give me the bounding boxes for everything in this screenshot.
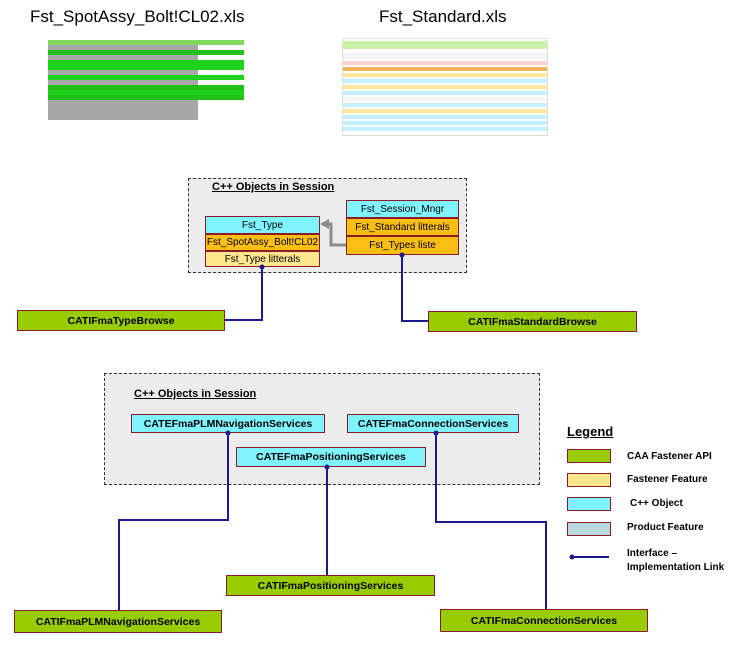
link-type-browse	[225, 267, 263, 321]
legend-label-cpp-object: C++ Object	[630, 498, 683, 509]
legend-link-label-line2: Implementation Link	[627, 562, 725, 573]
left-spreadsheet-thumbnail	[48, 40, 244, 122]
legend-swatch-cpp-object	[567, 497, 611, 511]
connection-services-object: CATEFmaConnectionServices	[347, 414, 519, 433]
fst-spotassy-box: Fst_SpotAssy_Bolt!CL02	[205, 234, 320, 251]
left-file-title: Fst_SpotAssy_Bolt!CL02.xls	[30, 7, 245, 26]
fst-type-box: Fst_Type	[205, 216, 320, 234]
legend-swatch-product-feature	[567, 522, 611, 536]
legend-title: Legend	[567, 424, 614, 439]
link-plm-navigation	[118, 433, 229, 610]
fst-session-mngr-box: Fst_Session_Mngr	[346, 200, 459, 218]
legend-swatch-caa-api	[567, 449, 611, 463]
type-browse-api: CATIFmaTypeBrowse	[17, 310, 225, 331]
legend-label-caa-api: CAA Fastener API	[627, 451, 712, 462]
fst-standard-litterals-box: Fst_Standard litterals	[346, 218, 459, 236]
standard-browse-api: CATIFmaStandardBrowse	[428, 311, 637, 332]
legend-swatch-fastener-feature	[567, 473, 611, 487]
plm-navigation-services-api: CATIFmaPLMNavigationServices	[14, 610, 222, 633]
link-connection	[435, 433, 547, 609]
link-standard-browse	[401, 255, 428, 322]
legend-link-label-line1: Interface –	[627, 548, 678, 559]
group-title-top: C++ Objects in Session	[212, 181, 335, 193]
legend-label-product-feature: Product Feature	[627, 522, 704, 533]
aggregation-arrow	[320, 219, 346, 247]
positioning-services-object: CATEFmaPositioningServices	[236, 447, 426, 467]
positioning-services-api: CATIFmaPositioningServices	[226, 575, 435, 596]
right-file-title: Fst_Standard.xls	[379, 7, 507, 26]
group-title-bottom: C++ Objects in Session	[134, 388, 257, 400]
plm-navigation-services-object: CATEFmaPLMNavigationServices	[131, 414, 325, 433]
connection-services-api: CATIFmaConnectionServices	[440, 609, 648, 632]
legend-label-fastener-feature: Fastener Feature	[627, 474, 708, 485]
right-spreadsheet-thumbnail	[342, 38, 548, 136]
